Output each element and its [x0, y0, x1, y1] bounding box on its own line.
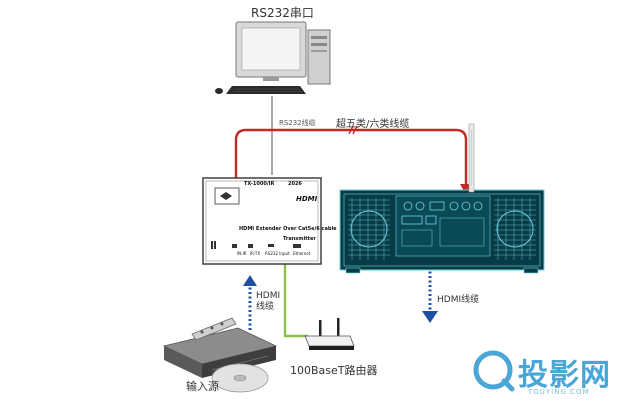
- transmitter-port-b-label: IR-TX: [250, 251, 261, 256]
- computer-icon: [215, 21, 331, 94]
- router-label: 100BaseT路由器: [290, 364, 378, 377]
- transmitter-port-c-label: RS232 Input: [265, 251, 290, 256]
- input-source-label: 输入源: [186, 380, 219, 393]
- transmitter-port-d-label: Ethernet: [293, 251, 311, 256]
- rs232-port-label: RS232串口: [251, 6, 314, 20]
- router-icon: [304, 318, 355, 350]
- transmitter-line1-label: HDMI Extender Over Cat5e/6 cable: [239, 226, 337, 232]
- ethernet-cable: [283, 262, 308, 338]
- watermark-logo-icon: [473, 350, 515, 392]
- transmitter-line2-label: Transmitter: [283, 236, 316, 242]
- hdmi-cable-left-label: HDMI 线缆: [256, 291, 280, 313]
- rs232-cable-label: RS232线缆: [279, 119, 316, 127]
- antenna-icon: [468, 123, 475, 193]
- transmitter-port-a-label: IN-IR: [237, 251, 247, 256]
- projector: [339, 189, 545, 274]
- hdmi-input-arrow: [243, 275, 257, 286]
- hdmi-cable-left-line1: HDMI: [256, 291, 281, 301]
- hdmi-output-arrow: [422, 311, 438, 323]
- cat-cable-label: 超五类/六类线缆: [336, 119, 410, 130]
- watermark-subtext: TOUYING.COM: [528, 388, 590, 396]
- transmitter-box: [202, 177, 322, 265]
- hdmi-logo-label: HDMI: [296, 195, 318, 203]
- transmitter-code-label: 2026: [288, 181, 302, 187]
- transmitter-brand-label: TX-1000/IR: [244, 181, 275, 187]
- hdmi-cable-left-line2: 线缆: [256, 302, 275, 312]
- hdmi-cable-right-label: HDMI线缆: [437, 295, 480, 305]
- dvd-player-icon: [162, 317, 278, 393]
- watermark-text: 投影网: [518, 358, 611, 393]
